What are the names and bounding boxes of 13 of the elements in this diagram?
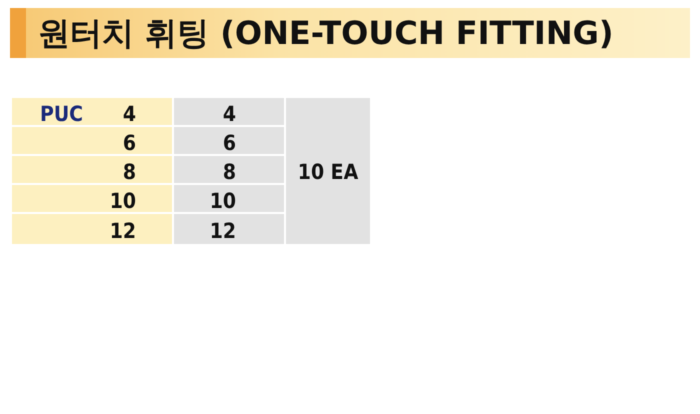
size-label: 8 [122, 160, 136, 184]
quantity-label: 10 EA [296, 160, 360, 184]
size-label: 6 [222, 131, 236, 155]
size-label: 4 [122, 102, 136, 126]
model-code: PUC [40, 102, 84, 126]
title: 원터치 휘팅 (ONE-TOUCH FITTING) [38, 14, 614, 52]
size-label: 6 [122, 131, 136, 155]
size-label: 10 [208, 189, 236, 213]
size-label: 4 [222, 102, 236, 126]
size-label: 8 [222, 160, 236, 184]
size-label: 12 [208, 219, 236, 243]
size-label: 12 [108, 219, 136, 243]
size-label: 10 [108, 189, 136, 213]
